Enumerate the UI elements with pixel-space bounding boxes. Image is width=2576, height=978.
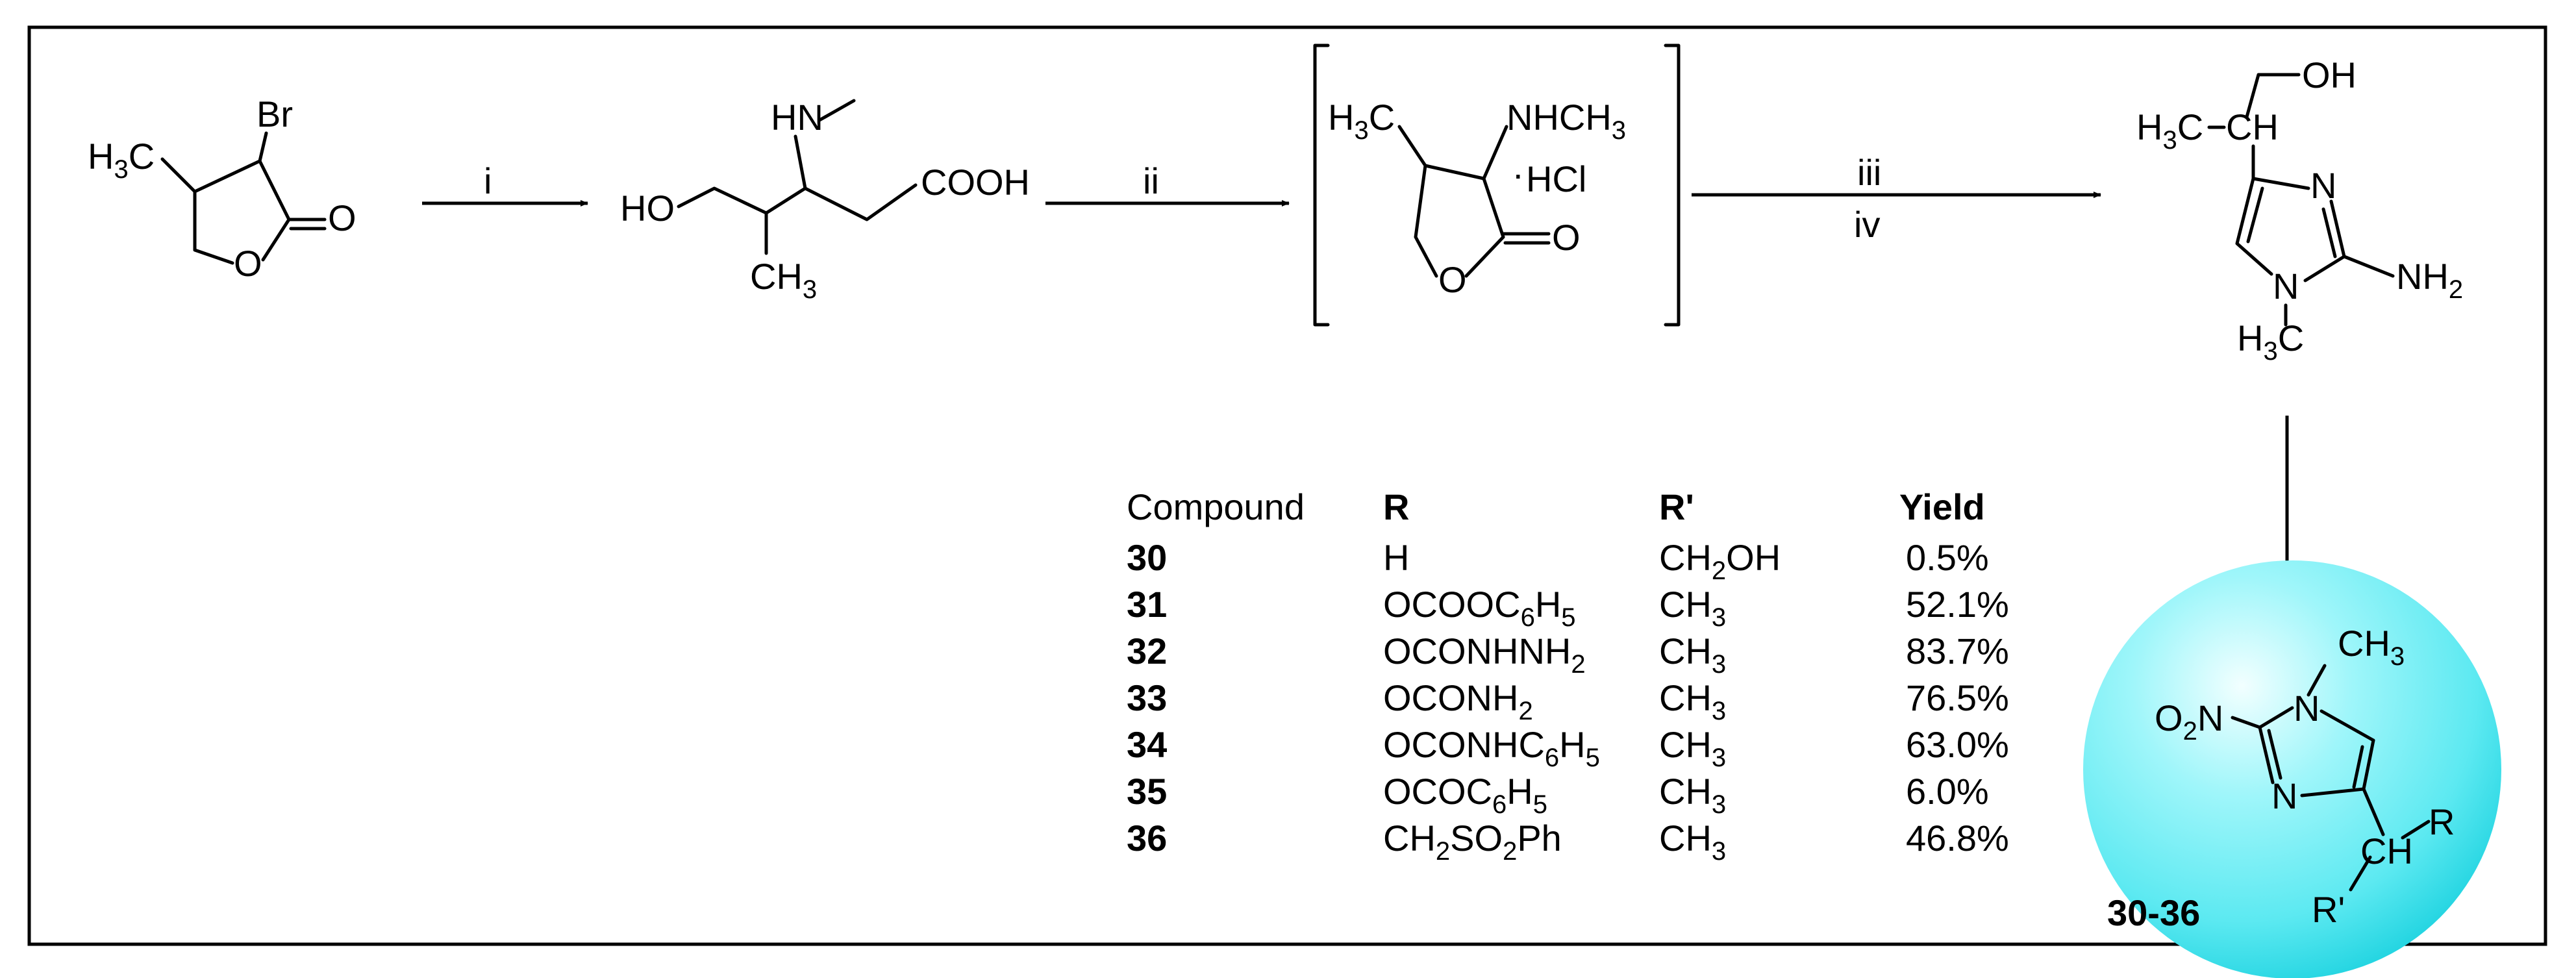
imid-nh2-label: NH — [2396, 256, 2449, 297]
table-cell-compound: 34 — [1127, 724, 1167, 765]
imid-oh-label: OH — [2302, 55, 2357, 95]
acid-cooh-label: COOH — [921, 162, 1030, 203]
table-cell-rprime: CH3 — [1659, 724, 1726, 772]
table-cell-yield: 46.8% — [1906, 818, 2009, 859]
table-cell-compound: 33 — [1127, 677, 1167, 718]
table-cell-r: OCONHC6H5 — [1383, 724, 1600, 772]
imid-methyl-label: H — [2136, 107, 2162, 147]
acid-hn-label: HN — [771, 97, 823, 138]
int-hcl-label: HCl — [1526, 158, 1586, 199]
table-cell-compound: 31 — [1127, 584, 1167, 625]
scheme-frame — [27, 25, 2547, 946]
table-cell-compound: 30 — [1127, 537, 1167, 578]
sm-carbonyl-o: O — [328, 197, 356, 238]
product-sphere — [2083, 560, 2501, 978]
int-carbonyl-o: O — [1552, 217, 1581, 258]
reagent-step-3a: iii — [1857, 152, 1881, 193]
product-range-label: 30-36 — [2107, 892, 2200, 933]
table-cell-rprime: CH2OH — [1659, 537, 1781, 585]
table-cell-yield: 52.1% — [1906, 584, 2009, 625]
table-cell-r: OCOC6H5 — [1383, 771, 1547, 819]
prod-n1-label: N — [2294, 688, 2320, 729]
int-ring-o: O — [1438, 259, 1467, 300]
table-cell-compound: 36 — [1127, 818, 1167, 859]
table-cell-r: H — [1383, 537, 1409, 578]
bracketed-intermediate: H3C NHCH3 . HCl O O — [1313, 44, 1681, 327]
svg-text:NH2: NH2 — [2396, 256, 2463, 304]
prod-nitro-label: O — [2155, 697, 2183, 738]
amino-acid-intermediate: HN HO COOH CH3 — [620, 97, 1030, 304]
left-bracket — [1313, 44, 1330, 327]
reagent-step-3b: iv — [1854, 204, 1880, 245]
table-header-r: R — [1383, 486, 1409, 527]
svg-text:H3C: H3C — [88, 136, 155, 184]
svg-text:CH3: CH3 — [2338, 623, 2405, 671]
aminoimidazole-intermediate: OH H3C CH N N NH2 H3C — [2136, 55, 2463, 366]
svg-text:H3C: H3C — [2136, 107, 2203, 155]
prod-rprime-label: R' — [2312, 889, 2345, 930]
table-cell-compound: 35 — [1127, 771, 1167, 812]
table-header-yield: Yield — [1899, 486, 1985, 527]
reagent-step-2: ii — [1143, 160, 1159, 201]
sm-methyl-label: H — [88, 136, 114, 177]
svg-text:CH3: CH3 — [750, 256, 817, 304]
table-header-compound: Compound — [1127, 486, 1305, 527]
table-cell-rprime: CH3 — [1659, 631, 1726, 679]
table-cell-yield: 6.0% — [1906, 771, 1989, 812]
table-cell-rprime: CH3 — [1659, 677, 1726, 725]
table-cell-r: OCOOC6H5 — [1383, 584, 1576, 632]
prod-nmethyl-label: CH — [2338, 623, 2390, 664]
svg-text:NHCH3: NHCH3 — [1507, 97, 1626, 145]
table-cell-rprime: CH3 — [1659, 771, 1726, 819]
imid-n1-label: N — [2273, 266, 2299, 307]
prod-n3-label: N — [2271, 775, 2297, 816]
svg-text:H3C: H3C — [2237, 318, 2304, 366]
compound-table: Compound R R' Yield 30 H CH2OH 0.5% 31 OCOOC6… — [1127, 486, 2009, 866]
imid-nmethyl-label: H — [2237, 318, 2263, 358]
table-cell-compound: 32 — [1127, 631, 1167, 671]
reagent-step-1: i — [484, 160, 492, 201]
imid-ch-label: CH — [2226, 107, 2279, 147]
acid-ho-label: HO — [620, 188, 675, 229]
table-cell-yield: 63.0% — [1906, 724, 2009, 765]
table-cell-r: OCONHNH2 — [1383, 631, 1586, 679]
table-cell-r: CH2SO2Ph — [1383, 818, 1562, 866]
prod-r-label: R — [2429, 801, 2455, 842]
int-methyl-label: H — [1328, 97, 1354, 138]
table-header-rprime: R' — [1659, 486, 1694, 527]
starting-lactone: H3C Br O O — [88, 94, 356, 284]
table-cell-yield: 76.5% — [1906, 677, 2009, 718]
table-cell-yield: 0.5% — [1906, 537, 1989, 578]
table-cell-rprime: CH3 — [1659, 584, 1726, 632]
imid-n3-label: N — [2310, 165, 2336, 206]
table-cell-rprime: CH3 — [1659, 818, 1726, 866]
sm-bromo-label: Br — [256, 94, 293, 134]
int-dot: . — [1513, 145, 1523, 186]
table-cell-yield: 83.7% — [1906, 631, 2009, 671]
int-nhme-label: NHCH — [1507, 97, 1612, 138]
svg-text:H3C: H3C — [1328, 97, 1395, 145]
acid-methyl-label: CH — [750, 256, 803, 297]
table-cell-r: OCONH2 — [1383, 677, 1533, 725]
svg-text:O2N: O2N — [2155, 697, 2223, 746]
sm-ring-o: O — [234, 243, 262, 284]
right-bracket — [1664, 44, 1681, 327]
product-nitroimidazole: CH3 O2N N N R CH R' 30-36 — [2083, 560, 2501, 978]
